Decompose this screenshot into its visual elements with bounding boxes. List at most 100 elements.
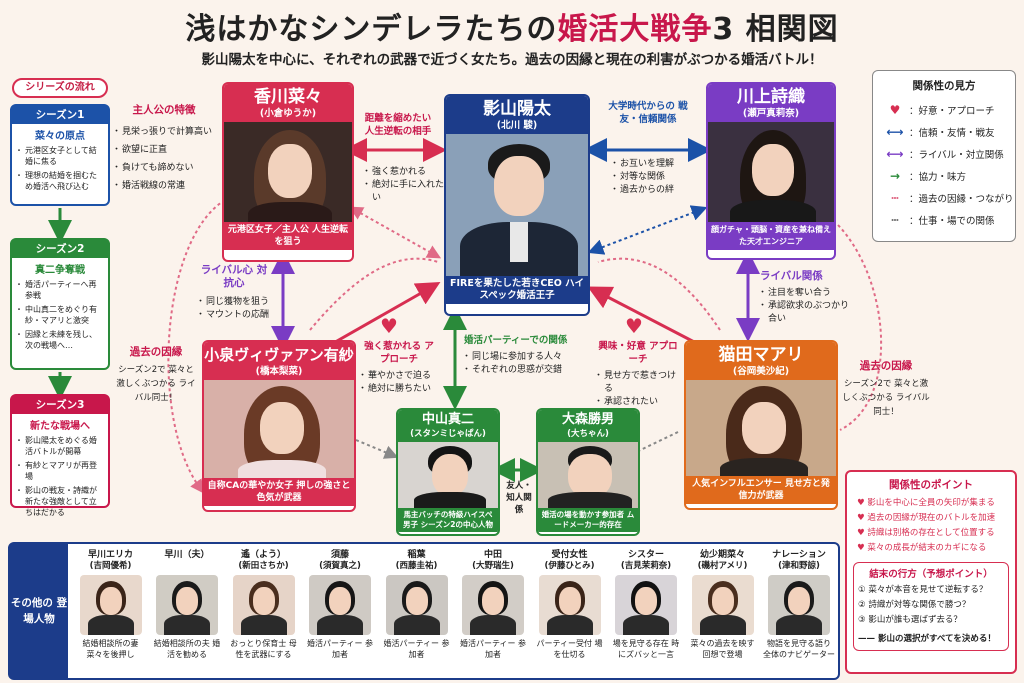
title-part2: 婚活大戦争	[557, 12, 713, 47]
season-3-item: 影山陽太をめぐる婚活バトルが開幕	[15, 435, 104, 457]
other-character-portrait	[156, 575, 218, 635]
other-character-card: 稲葉(西藤圭祐)婚活パーティー 参加者	[380, 550, 453, 660]
other-character-card: 須藤(須賀真之)婚活パーティー 参加者	[304, 550, 377, 660]
other-character-card: 受付女性(伊藤ひとみ)パーティー受付 場を仕切る	[533, 550, 606, 660]
note-past-left: 過去の因縁 シーズン2で 菜々と激しくぶつかる ライバル同士！	[116, 346, 196, 405]
page-subtitle: 影山陽太を中心に、それぞれの武器で近づく女たち。過去の因縁と現在の利害がぶつかる…	[201, 52, 823, 68]
note-text: シーズン2で 菜々と激しくぶつかる ライバル同士！	[116, 365, 196, 403]
other-character-desc: 物語を見守る語り 全体のナビゲーター	[763, 639, 835, 659]
note-item: 絶対に勝ちたい	[358, 383, 438, 396]
character-actor: (谷岡美沙紀)	[732, 366, 790, 377]
arrow-nekota-kageyama	[587, 286, 701, 347]
legend-title: 関係性の見方	[912, 80, 976, 92]
legend-label: ：信頼・友情・戦友	[909, 128, 995, 139]
character-name: 猫田マアリ	[718, 345, 804, 365]
note-item: 絶対に手に入れたい	[362, 179, 444, 205]
character-name: 川上詩織	[737, 87, 805, 107]
other-character-name: 稲葉	[407, 550, 426, 560]
character-actor: (大ちゃん)	[567, 429, 609, 439]
heart-icon: ♥	[857, 543, 868, 553]
other-character-actor: (須賀真之)	[319, 561, 361, 571]
character-name: 香川菜々	[254, 87, 322, 107]
note-item: 承認されたい	[594, 396, 680, 409]
arrow-koizumi-nakayama	[355, 439, 399, 459]
heart-icon: ♥	[857, 528, 868, 538]
character-card-nakayama: 中山真二(スタンミじゃぱん) 馬主バッチの特級ハイスペ男子 シーズン2の中心人物	[396, 408, 500, 536]
title-part3: 3 相関図	[712, 12, 839, 47]
legend-row: ┅：仕事・場での関係	[873, 209, 1015, 231]
heroine-feature: 見栄っ張りで計算高い	[112, 123, 214, 141]
note-rival-right: ライバル関係 注目を奪い合う 承認欲求のぶつかり合い	[758, 270, 850, 326]
note-item: 同じ獲物を狙う	[196, 296, 288, 309]
character-card-omori: 大森勝男(大ちゃん) 婚活の場を動かす参加者 ムードメーカー的存在	[536, 408, 640, 536]
note-head: 距離を縮めたい 人生逆転の相手	[364, 113, 432, 137]
other-character-name: 早川エリカ	[87, 550, 133, 560]
note-head: 興味・好意 アプローチ	[598, 341, 678, 365]
other-character-desc: パーティー受付 場を仕切る	[536, 639, 603, 659]
heroine-feature: 負けても諦めない	[112, 159, 214, 177]
other-character-actor	[151, 561, 224, 572]
character-caption: 人気インフルエンサー 見せ方と発信力が武器	[686, 476, 836, 504]
note-kageyama-kawakami-items: お互いを理解 対等な関係 過去からの絆	[610, 158, 702, 197]
points-title: 関係性のポイント	[889, 479, 973, 491]
legend-row: ┅：過去の因縁・つながり	[873, 187, 1015, 209]
other-character-desc: 結婚相談所の妻 菜々を後押し	[82, 639, 139, 659]
title-part1: 浅はかなシンデレラたちの	[185, 12, 558, 47]
note-past-right: 過去の因縁 シーズン2で 菜々と激しくぶつかる ライバル同士！	[842, 360, 930, 419]
note-nekota-interest: 興味・好意 アプローチ 見せ方で惹きつける 承認されたい	[594, 340, 680, 409]
heart-icon: ♥	[380, 314, 398, 338]
ending-item: ③ 影山が誰も選ばず去る？	[858, 615, 962, 625]
note-item: お互いを理解	[610, 158, 702, 171]
portrait-kageyama	[446, 134, 588, 276]
season-2-head: シーズン2	[12, 240, 108, 258]
arrow-past-top2	[597, 257, 721, 331]
character-card-kagawa: 香川菜々(小倉ゆうか) 元港区女子／主人公 人生逆転を狙う	[222, 82, 354, 262]
season-3-sub: 新たな戦場へ	[30, 421, 90, 432]
arrow-icon: →	[889, 169, 901, 183]
other-character-actor: (伊藤ひとみ)	[544, 561, 595, 571]
heart-icon: ♥	[857, 498, 868, 508]
character-card-koizumi: 小泉ヴィヴァアン有紗(橋本梨菜) 自称CAの華やか女子 押しの強さと色気が武器	[202, 340, 356, 512]
other-character-desc: 婚活パーティー 参加者	[459, 639, 527, 659]
point-row: ♥ 詩織は別格の存在として位置する	[847, 526, 1015, 541]
relationship-points: 関係性のポイント ♥ 影山を中心に全員の矢印が集まる ♥ 過去の因縁が現在のバト…	[845, 470, 1017, 674]
series-flow-heading: シリーズの流れ	[12, 78, 108, 98]
note-head: 強く惹かれる アプローチ	[364, 341, 434, 365]
arrow-kagawa-dotted	[348, 206, 442, 259]
other-character-desc: 結婚相談所の夫 婚活を勧める	[153, 639, 221, 659]
other-character-desc: 婚活パーティー 参加者	[383, 639, 450, 659]
heroine-features-head: 主人公の特徴	[132, 104, 196, 116]
arrow-koizumi-kageyama	[329, 282, 441, 347]
note-head: 大学時代からの 戦友・信頼関係	[608, 101, 688, 125]
character-caption: FIREを果たした若きCEO ハイスペック婚活王子	[446, 276, 588, 304]
point-text: 詩織は別格の存在として位置する	[867, 528, 995, 538]
ending-item: ① 菜々が本音を見せて逆転する？	[858, 585, 988, 595]
ending-title: 結末の行方（予想ポイント）	[869, 569, 993, 580]
legend-row: ⟷ ：信頼・友情・戦友	[873, 121, 1015, 143]
season-2-sub: 真二争奪戦	[35, 265, 85, 276]
other-character-card: シスター(吉見茉莉奈)場を見守る存在 時にズバッと一言	[610, 550, 683, 660]
arrow-past-top	[309, 257, 439, 331]
other-character-name: 遙（よう）	[240, 550, 286, 560]
page-title: 浅はかなシンデレラたちの婚活大戦争3 相関図	[0, 4, 1024, 48]
season-1-item: 理想の結婚を掴むため婚活へ飛び込む	[15, 170, 104, 192]
heart-icon: ♥	[889, 103, 901, 117]
character-actor: (北川 駿)	[496, 120, 538, 131]
character-name: 影山陽太	[483, 99, 551, 119]
season-2-card: シーズン2 真二争奪戦 婚活パーティーへ再参戦中山真二をめぐり有紗・マアリと激突…	[10, 238, 110, 370]
portrait-nakayama	[398, 442, 498, 508]
double-arrow-icon: ⟷	[886, 125, 904, 139]
other-character-actor: (吉岡優希)	[89, 561, 132, 571]
other-characters-label: その他の 登場人物	[10, 544, 68, 678]
season-3-card: シーズン3 新たな戦場へ 影山陽太をめぐる婚活バトルが開幕有紗とマアリが再登場影…	[10, 394, 110, 517]
season-2-item: 中山真二をめぐり有紗・マアリと激突	[15, 304, 104, 326]
point-text: 影山を中心に全員の矢印が集まる	[867, 498, 995, 508]
note-rival-left-items: 同じ獲物を狙う マウントの応酬	[196, 296, 288, 322]
legend-row: ♥：好意・アプローチ	[873, 99, 1015, 121]
arrow-past-right	[837, 224, 883, 431]
note-kageyama-kawakami: 大学時代からの 戦友・信頼関係	[600, 100, 696, 126]
season-1-sub: 菜々の原点	[35, 131, 85, 142]
dashed-line-icon: ┅	[891, 213, 899, 227]
other-character-name: 中田	[483, 550, 502, 560]
note-party: 婚活パーティーでの関係 同じ場に参加する人々 それぞれの思惑が交錯	[462, 334, 584, 377]
